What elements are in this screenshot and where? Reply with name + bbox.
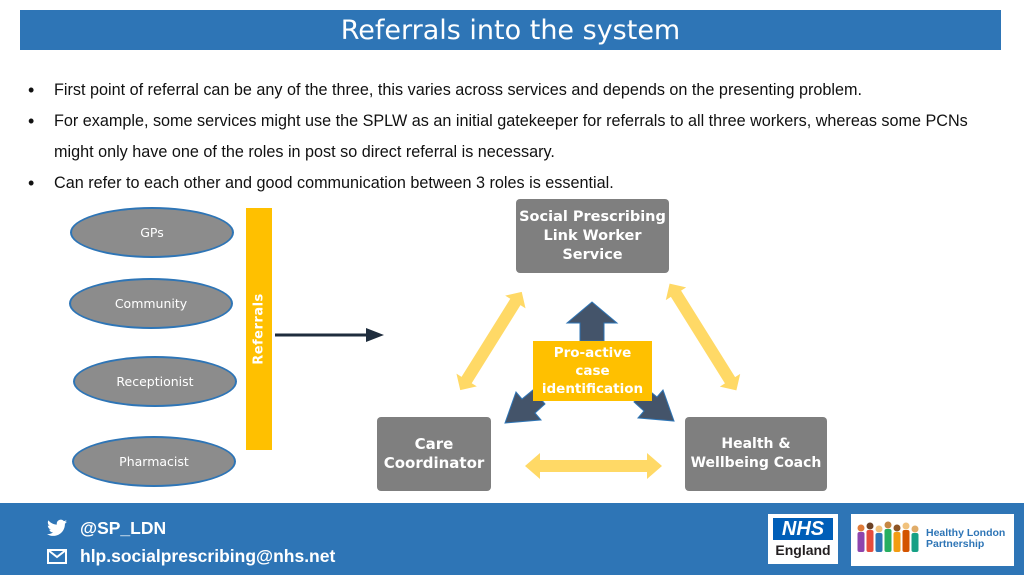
role-splw-line: Link Worker [543,227,642,244]
role-box-health-wellbeing-coach: Health & Wellbeing Coach [685,417,827,491]
role-box-splw: Social Prescribing Link Worker Service [516,199,669,273]
nhs-logo-mark: NHS [773,518,833,540]
double-arrow-care-hwc [525,453,662,479]
double-arrow-splw-care [456,291,526,391]
nhs-logo-subtitle: England [775,542,831,558]
proactive-identification-box: Pro-active case identification [533,341,652,401]
source-oval-community: Community [69,278,233,329]
role-hwc-line: Health & [721,436,791,452]
referral-arrow-head [366,328,384,342]
hlp-logo-line: Partnership [926,538,985,550]
proactive-line: Pro-active [553,345,632,361]
twitter-handle[interactable]: @SP_LDN [80,518,167,538]
double-arrow-splw-hwc [665,283,741,391]
source-oval-receptionist: Receptionist [73,356,237,407]
source-oval-pharmacist: Pharmacist [72,436,236,487]
proactive-line: identification [541,381,644,397]
healthy-london-partnership-logo: Healthy London Partnership [851,514,1014,566]
up-arrow-navy [565,301,619,342]
slide-title: Referrals into the system [20,10,1001,50]
role-hwc-line: Wellbeing Coach [690,455,822,471]
envelope-icon [47,549,67,564]
hlp-logo-text: Healthy London Partnership [926,528,1012,550]
contact-email[interactable]: hlp.socialprescribing@nhs.net [80,546,336,566]
role-box-care-coordinator: Care Coordinator [377,417,491,491]
bullet-item: First point of referral can be any of th… [28,75,998,106]
bullet-list: First point of referral can be any of th… [28,75,998,199]
role-care-line: Care [414,435,454,453]
proactive-line: case [575,363,610,379]
bullet-item: For example, some services might use the… [28,106,998,168]
nhs-england-logo: NHS England [768,514,838,564]
twitter-icon [47,519,67,537]
people-illustration-icon [857,521,919,552]
role-care-line: Coordinator [383,454,485,472]
hlp-logo-line: Healthy London [926,527,1006,539]
referrals-bar [246,208,272,450]
bullet-item: Can refer to each other and good communi… [28,168,998,199]
role-splw-line: Social Prescribing [519,208,666,225]
source-oval-gps: GPs [70,207,234,258]
role-splw-line: Service [562,246,623,263]
